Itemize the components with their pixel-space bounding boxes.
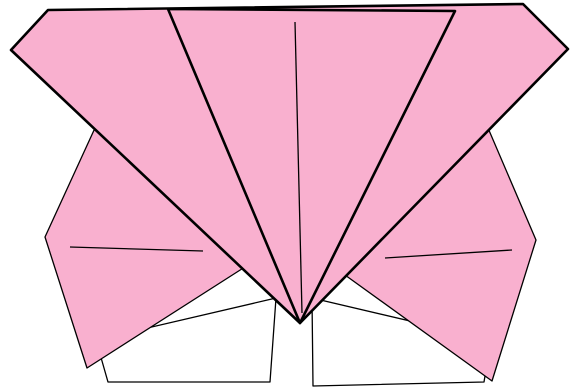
origami-diagram — [0, 0, 579, 388]
origami-diagram-svg — [0, 0, 579, 388]
